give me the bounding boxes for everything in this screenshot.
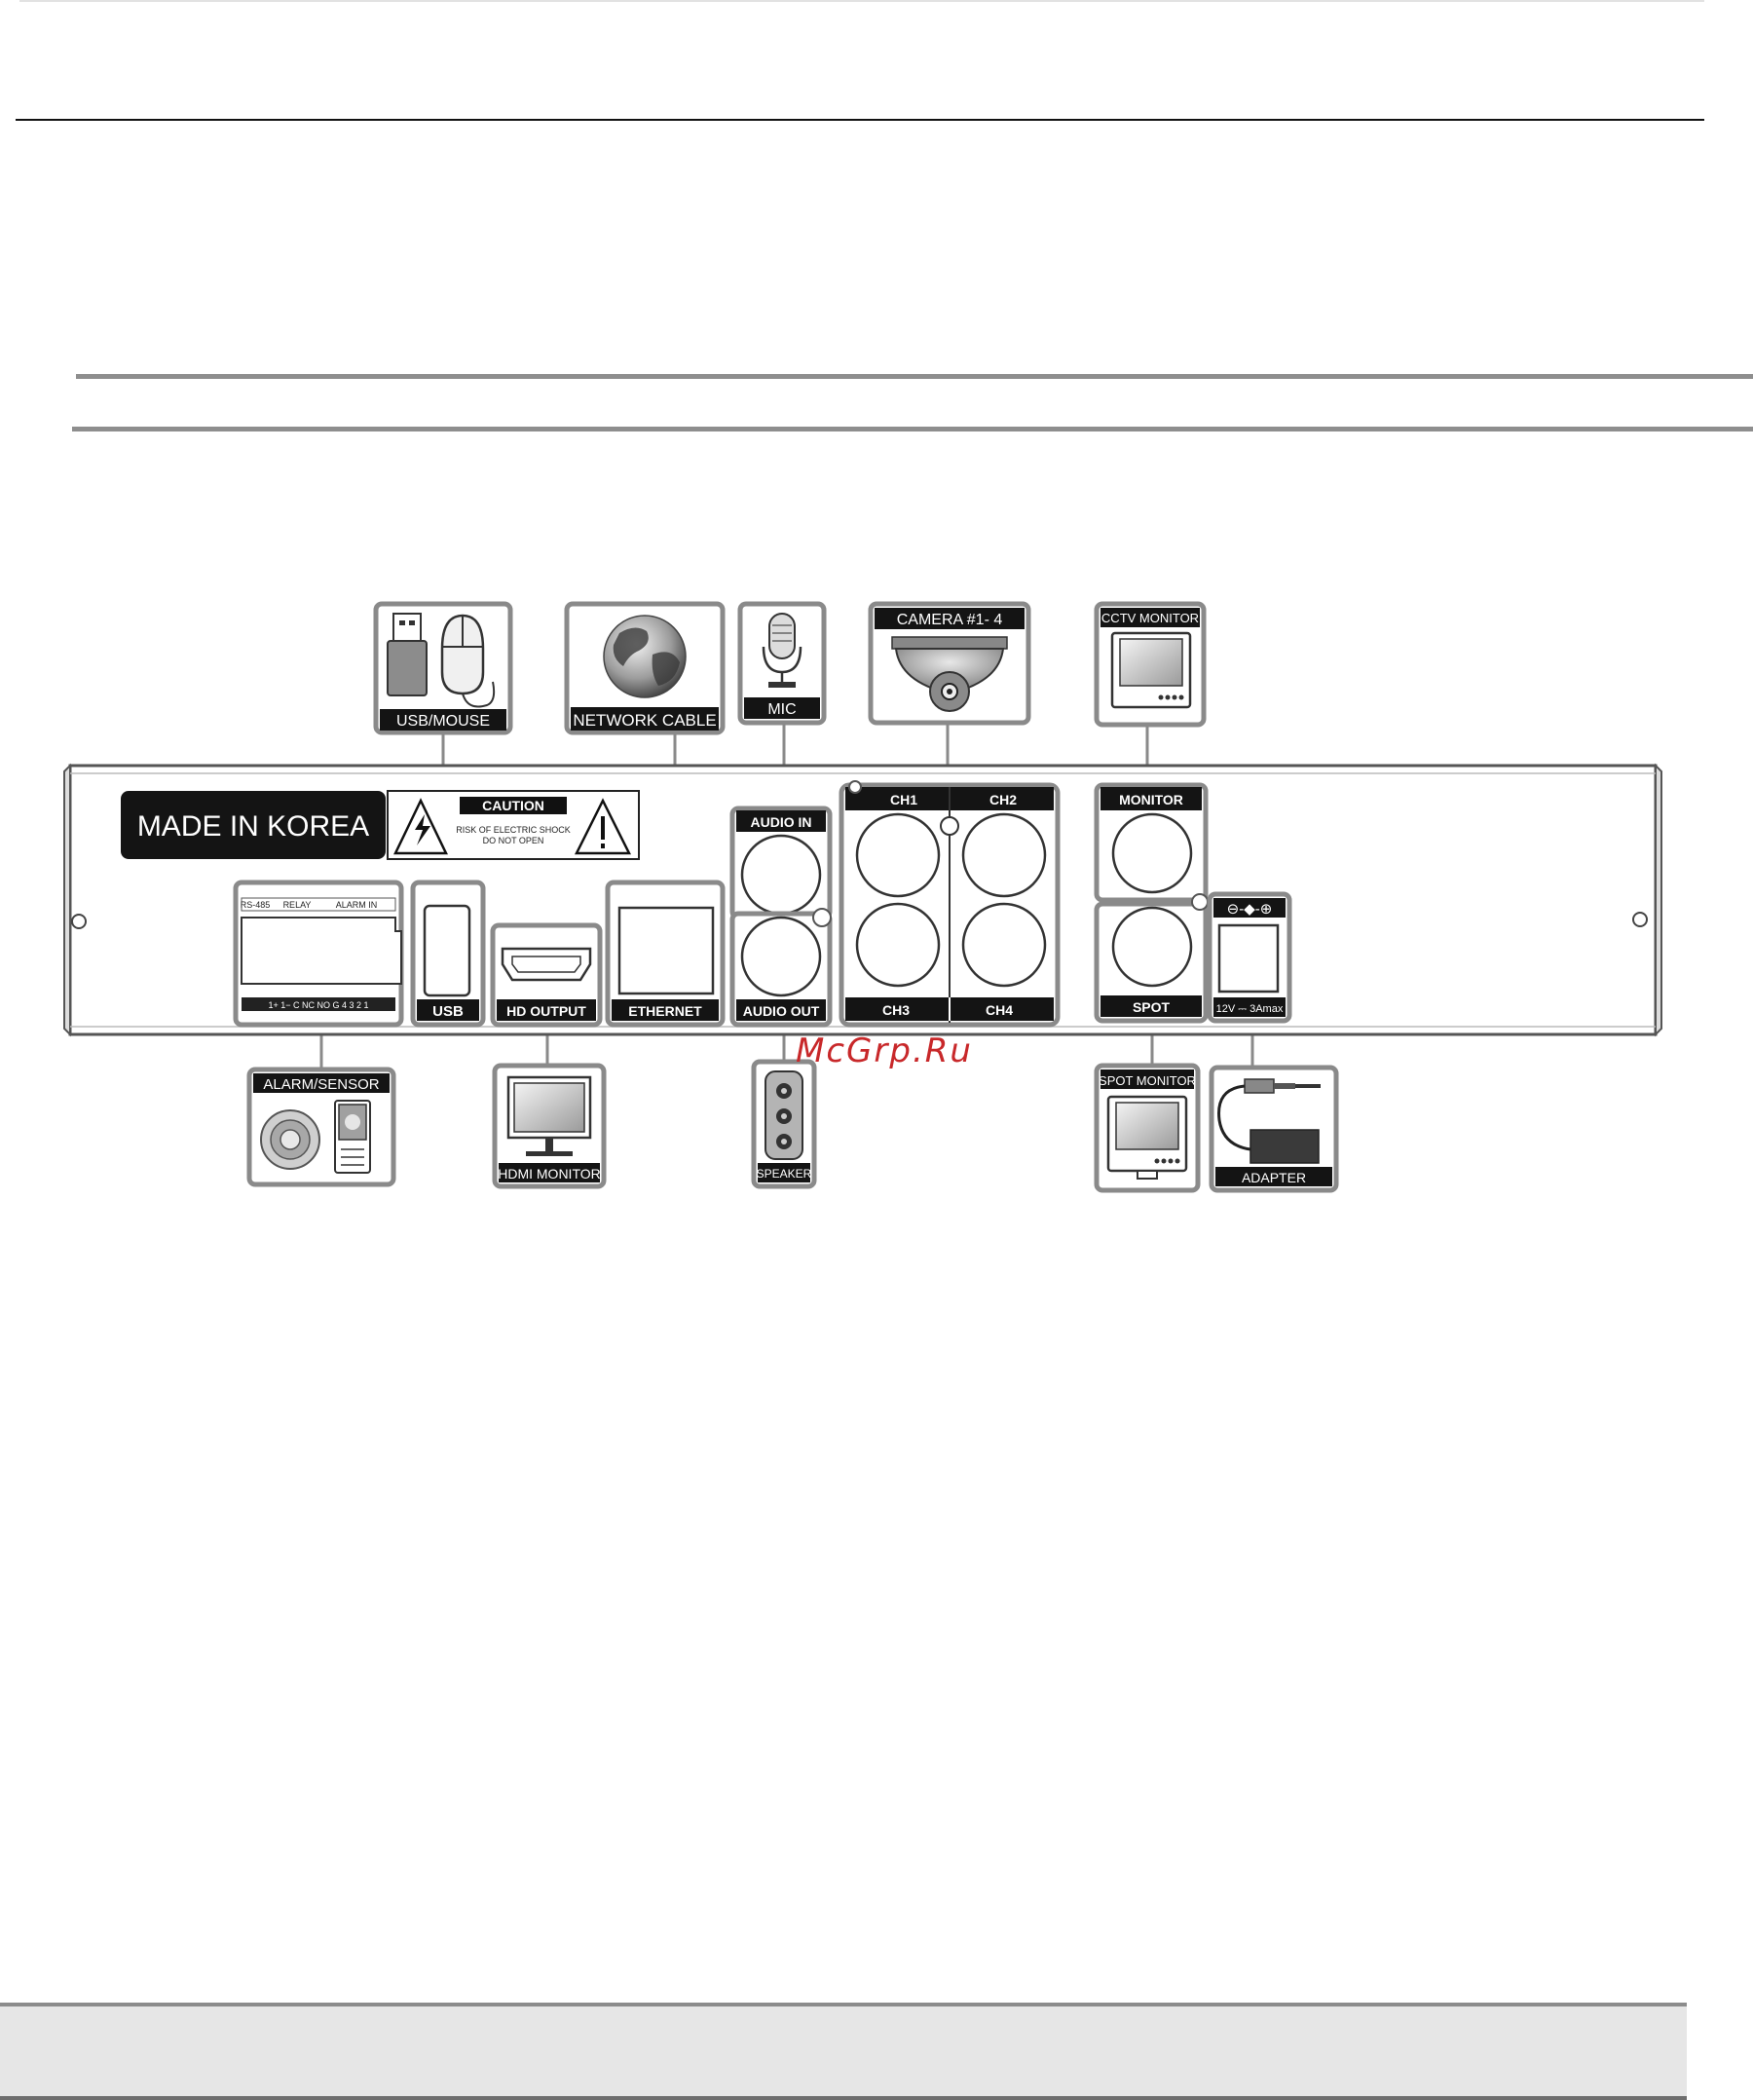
- top-hairline: [19, 0, 1704, 2]
- cctv-monitor-label: CCTV MONITOR: [1101, 611, 1199, 625]
- audio-out-jack: [740, 916, 822, 997]
- power-adapter-icon: [1217, 1078, 1321, 1164]
- spot-monitor-device: SPOT MONITOR: [1094, 1063, 1201, 1193]
- made-in-text: MADE IN KOREA: [137, 810, 369, 843]
- section-rule-top: [76, 374, 1753, 379]
- footer-band: [0, 2003, 1687, 2100]
- terminal-relay: RELAY: [283, 900, 312, 910]
- mounting-hole-right: [1632, 912, 1648, 927]
- caution-label: CAUTION RISK OF ELECTRIC SHOCK DO NOT OP…: [387, 790, 640, 860]
- pir-sensor-icon: [334, 1100, 371, 1174]
- usb-port: USB: [410, 880, 486, 1028]
- mic-label: MIC: [767, 701, 796, 718]
- spot-monitor-label: SPOT MONITOR: [1099, 1073, 1196, 1088]
- audio-in-port: AUDIO IN: [729, 806, 833, 920]
- ch3-label: CH3: [882, 1002, 910, 1018]
- crt-monitor-icon: [1110, 631, 1192, 709]
- caution-title: CAUTION: [482, 798, 544, 813]
- crt-monitor-icon: [1106, 1095, 1188, 1180]
- usb-mouse-label: USB/MOUSE: [396, 713, 490, 730]
- audio-out-label: AUDIO OUT: [743, 1003, 820, 1019]
- camera-device: CAMERA #1- 4: [868, 601, 1031, 726]
- alarm-sensor-device: ALARM/SENSOR: [246, 1067, 396, 1187]
- usb-mouse-device: USB/MOUSE: [373, 601, 513, 735]
- hdmi-monitor-device: HDMI MONITOR: [492, 1063, 607, 1189]
- network-cable-label: NETWORK CABLE: [573, 711, 716, 730]
- speaker-icon: [765, 1070, 803, 1160]
- terminal-footer: 1+ 1− C NC NO G 4 3 2 1: [268, 1000, 368, 1010]
- power-rating: 12V ⎓ 3Amax: [1216, 1003, 1284, 1015]
- spot-jack: [1111, 906, 1193, 988]
- audio-in-label: AUDIO IN: [751, 814, 812, 830]
- ch1-label: CH1: [890, 792, 917, 807]
- ch4-jack: [961, 902, 1047, 988]
- mouse-icon: [440, 614, 496, 708]
- section-rule-bottom: [72, 427, 1753, 431]
- usb-port-label: USB: [432, 1003, 464, 1020]
- ch2-label: CH2: [989, 792, 1017, 807]
- terminal-block: RS-485 RELAY ALARM IN 1+ 1− C NC NO G 4 …: [233, 880, 404, 1028]
- camera-label: CAMERA #1- 4: [897, 612, 1003, 628]
- watermark-text: McGrp.Ru: [796, 1031, 973, 1070]
- spot-port: SPOT: [1094, 893, 1209, 1024]
- monitor-label: MONITOR: [1119, 792, 1183, 807]
- audio-in-jack: [740, 834, 822, 916]
- monitor-jack: [1111, 812, 1193, 894]
- dome-camera-icon: [891, 636, 1008, 712]
- speaker-label: SPEAKER: [757, 1167, 812, 1181]
- cctv-monitor-device: CCTV MONITOR: [1094, 601, 1207, 728]
- power-input: ⊖-◆-⊕ 12V ⎓ 3Amax: [1207, 891, 1292, 1024]
- power-polarity: ⊖-◆-⊕: [1227, 901, 1273, 918]
- siren-icon: [260, 1109, 320, 1170]
- header-divider: [16, 119, 1704, 121]
- ethernet-label: ETHERNET: [628, 1003, 702, 1019]
- mic-device: MIC: [737, 601, 827, 726]
- terminal-rs485: RS-485: [241, 900, 271, 910]
- adapter-label: ADAPTER: [1242, 1170, 1306, 1185]
- hdmi-monitor-label: HDMI MONITOR: [498, 1166, 601, 1181]
- alarm-sensor-label: ALARM/SENSOR: [263, 1076, 379, 1093]
- flat-monitor-icon: [506, 1075, 592, 1156]
- ethernet-port: ETHERNET: [605, 880, 726, 1028]
- globe-icon: [603, 615, 687, 698]
- terminal-alarm-in: ALARM IN: [336, 900, 378, 910]
- hd-output-port: HD OUTPUT: [490, 922, 603, 1028]
- mounting-hole-left: [71, 914, 87, 929]
- hd-output-label: HD OUTPUT: [506, 1003, 586, 1019]
- ch3-jack: [855, 902, 941, 988]
- adapter-device: ADAPTER: [1209, 1065, 1339, 1193]
- made-in-korea-label: MADE IN KOREA: [121, 791, 386, 859]
- monitor-port: MONITOR: [1094, 782, 1209, 903]
- camera-channels: CH1 CH2 CH3 CH4: [839, 780, 1061, 1028]
- audio-out-port: AUDIO OUT: [729, 908, 833, 1028]
- microphone-icon: [762, 613, 802, 688]
- caution-line-2: DO NOT OPEN: [483, 836, 544, 845]
- speaker-device: SPEAKER: [751, 1059, 817, 1189]
- ch1-jack: [855, 812, 941, 898]
- caution-line-1: RISK OF ELECTRIC SHOCK: [456, 825, 571, 835]
- usb-stick-icon: [387, 613, 428, 696]
- ch2-jack: [961, 812, 1047, 898]
- network-cable-device: NETWORK CABLE: [564, 601, 726, 735]
- ch4-label: CH4: [986, 1002, 1013, 1018]
- spot-label: SPOT: [1133, 999, 1171, 1015]
